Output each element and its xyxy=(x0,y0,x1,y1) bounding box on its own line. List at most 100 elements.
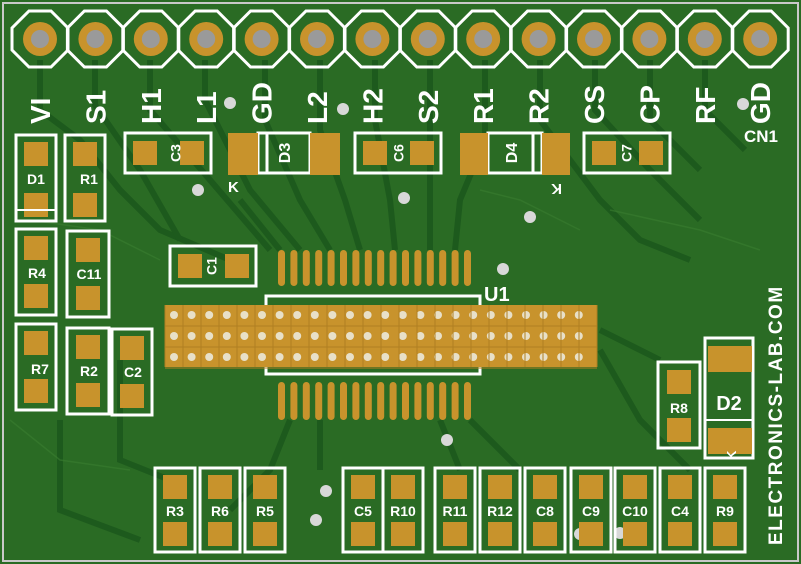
breakout-pad-grid xyxy=(164,305,598,369)
breakout-pad-hole xyxy=(486,311,495,319)
c8-outline xyxy=(523,466,567,554)
u1-bottom-pin xyxy=(426,382,434,420)
u1-bottom-pin xyxy=(315,382,323,420)
breakout-pad-hole xyxy=(522,311,530,319)
breakout-pad-hole xyxy=(469,332,478,340)
r12-label: R12 xyxy=(487,503,513,519)
u1-top-pin xyxy=(439,250,447,286)
breakout-pad-hole xyxy=(222,311,231,319)
via xyxy=(310,514,322,526)
c1-part: C1 xyxy=(168,244,258,288)
breakout-pad-hole xyxy=(293,332,302,340)
c9-label: C9 xyxy=(582,503,600,519)
r10-pad xyxy=(391,475,415,499)
cn1-label: CN1 xyxy=(744,127,778,146)
r12-pad xyxy=(488,475,512,499)
c4-pad xyxy=(668,522,692,546)
r4-label: R4 xyxy=(28,265,46,281)
breakout-pad-hole xyxy=(187,311,196,319)
breakout-pad-hole xyxy=(205,332,214,340)
cn1-pin-label: VI xyxy=(25,98,56,124)
cn1-pin-outline xyxy=(619,9,679,69)
breakout-pad-hole xyxy=(398,332,407,340)
u1-top-pin xyxy=(327,250,335,286)
c10-pad xyxy=(623,475,647,499)
breakout-pad-hole xyxy=(170,332,178,340)
via xyxy=(398,192,410,204)
c2-part: C2 xyxy=(110,327,154,417)
cn1-pin-hole xyxy=(363,30,382,48)
d2-k-mark: K xyxy=(724,450,739,460)
d3-label: D3 xyxy=(277,143,294,164)
c10-outline xyxy=(613,466,657,554)
vias xyxy=(192,97,749,540)
r6-part: R6 xyxy=(198,466,242,554)
c8-label: C8 xyxy=(536,503,554,519)
breakout-pad-hole xyxy=(469,353,478,361)
breakout-pad-hole xyxy=(398,311,407,319)
cn1-pin-label: H2 xyxy=(357,88,388,124)
c5-label: C5 xyxy=(354,503,372,519)
cn1-pin-outline xyxy=(287,9,347,69)
u1-top-pin xyxy=(278,250,285,286)
c9-part: C9 xyxy=(569,466,613,554)
u1-top-pin xyxy=(364,250,372,286)
r8-part: R8 xyxy=(656,360,702,450)
u1-bottom-pin xyxy=(364,382,372,420)
cn1-pin-label: CS xyxy=(579,85,610,124)
cn1-pin-label: GD xyxy=(247,82,278,124)
u1-top-pin xyxy=(377,250,385,286)
breakout-pad-hole xyxy=(240,332,249,340)
breakout-pad-hole xyxy=(522,353,530,361)
r9-pad xyxy=(713,475,737,499)
d3-k-mark: K xyxy=(228,179,239,196)
d2-part: D2 K xyxy=(703,336,755,460)
c7-part: C7 xyxy=(582,131,672,175)
cn1-pin-hole xyxy=(418,30,437,48)
r12-outline xyxy=(478,466,522,554)
u1-top-pin xyxy=(451,250,459,286)
cn1-pin-hole xyxy=(31,30,49,48)
c4-pad xyxy=(668,475,692,499)
u1-top-pin xyxy=(352,250,360,286)
r6-outline xyxy=(198,466,242,554)
r5-pad xyxy=(253,522,277,546)
c4-label: C4 xyxy=(671,503,689,519)
breakout-pad-hole xyxy=(328,332,337,340)
breakout-pad-hole xyxy=(258,311,266,319)
r9-part: R9 xyxy=(703,466,747,554)
d4-k-mark: K xyxy=(551,180,562,197)
c9-pad xyxy=(579,475,603,499)
cn1-pin-label: L2 xyxy=(302,91,333,124)
breakout-pad-hole xyxy=(205,353,214,361)
breakout-pad-hole xyxy=(416,311,425,319)
brand-text: ELECTRONICS-LAB.COM xyxy=(766,285,787,545)
cn1-pin-label: S1 xyxy=(80,90,111,124)
c5-part: C5 xyxy=(341,466,385,554)
breakout-pad-hole xyxy=(504,353,513,361)
breakout-pad-hole xyxy=(539,353,548,361)
u1-top-pins xyxy=(278,250,471,286)
breakout-pad-hole xyxy=(346,332,354,340)
cn1-pin-outline xyxy=(398,9,458,69)
cn1-pin-label: CP xyxy=(634,85,665,124)
cn1-pin-label: S2 xyxy=(413,90,444,124)
c8-pad xyxy=(533,475,557,499)
r3-part: R3 xyxy=(153,466,197,554)
cn1-pin-hole xyxy=(474,30,493,48)
c9-outline xyxy=(569,466,613,554)
u1-top-pin xyxy=(402,250,409,286)
breakout-pad-hole xyxy=(539,332,548,340)
u1-bottom-pin xyxy=(414,382,422,420)
cn1-pin-outline xyxy=(730,9,790,69)
d1-part: D1 xyxy=(14,133,58,223)
r11-outline xyxy=(433,466,477,554)
cn1-pin-label: GD xyxy=(745,82,776,124)
r9-outline xyxy=(703,466,747,554)
r3-outline xyxy=(153,466,197,554)
r11-part: R11 xyxy=(433,466,477,554)
breakout-pad-hole xyxy=(275,353,284,361)
breakout-pad-hole xyxy=(381,311,390,319)
cn1-pin-hole xyxy=(86,30,105,48)
